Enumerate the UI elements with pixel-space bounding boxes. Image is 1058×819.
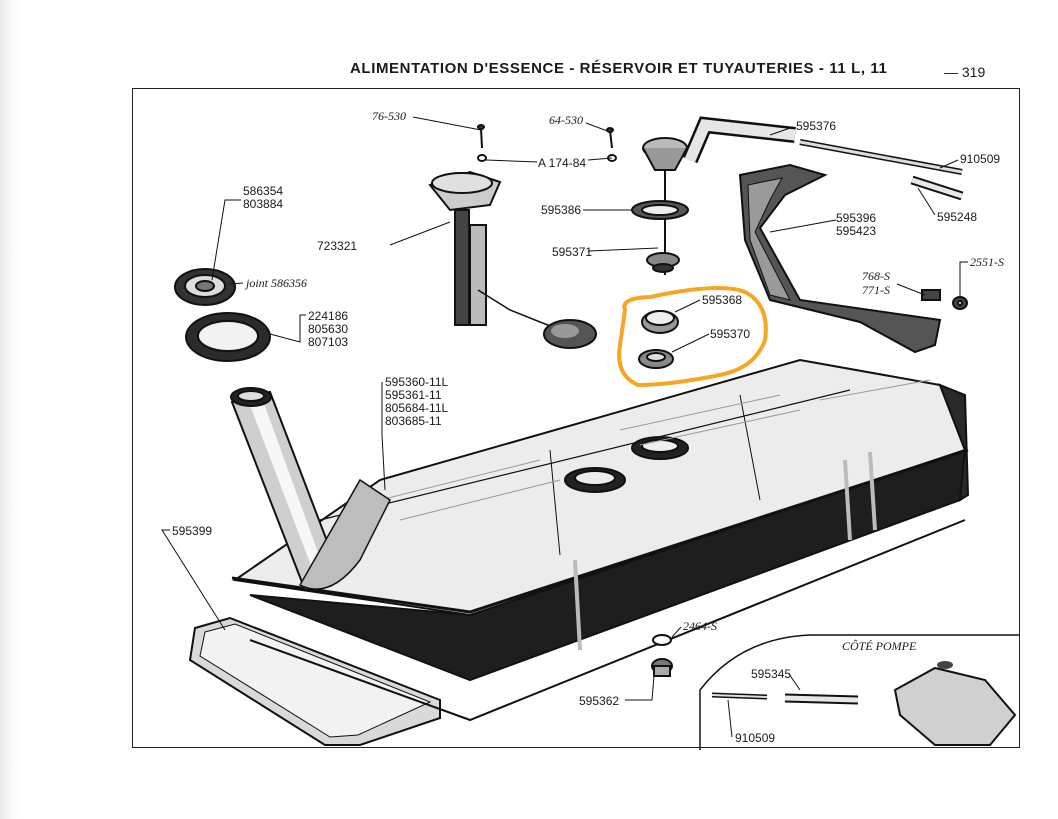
label-805630: 805630 [308, 322, 348, 336]
label-595370: 595370 [710, 327, 750, 341]
label-586354: 586354 [243, 184, 283, 198]
scan-page-edge [0, 0, 20, 819]
label-2551-s: 2551-S [970, 255, 1004, 269]
label-803685: 803685-11 [385, 414, 442, 428]
label-807103: 807103 [308, 335, 348, 349]
diagram-frame [132, 88, 1020, 748]
label-595371: 595371 [552, 245, 592, 259]
label-595399: 595399 [172, 524, 212, 538]
drain-plug-595362 [651, 634, 673, 677]
label-595362: 595362 [579, 694, 619, 708]
label-a174-84: A 174-84 [538, 156, 586, 170]
label-2464-s: 2464-S [683, 619, 717, 633]
label-595376: 595376 [796, 119, 836, 133]
label-224186: 224186 [308, 309, 348, 323]
filler-neck [230, 387, 391, 592]
washer-595370 [638, 349, 674, 369]
label-595396: 595396 [836, 211, 876, 225]
ring-224186 [185, 312, 271, 362]
label-joint-586356: joint 586356 [244, 276, 307, 290]
fuel-tank [188, 358, 970, 746]
leader-lines [161, 116, 968, 738]
label-771-s: 771-S [862, 283, 890, 297]
hose-595376 [682, 116, 796, 164]
label-76-530: 76-530 [372, 109, 406, 123]
label-64-530: 64-530 [549, 113, 583, 127]
label-910509-top: 910509 [960, 152, 1000, 166]
fuel-gauge-sender [428, 170, 597, 349]
page-number: — 319 [944, 64, 986, 80]
fuel-pickup-assembly [631, 137, 689, 275]
pump-side-inset [699, 634, 1020, 750]
screw-64-530 [606, 127, 617, 162]
label-595423: 595423 [836, 224, 876, 238]
label-803884: 803884 [243, 197, 283, 211]
label-723321: 723321 [317, 239, 357, 253]
drain-plug-595368 [641, 310, 679, 334]
label-595360: 595360-11L [385, 375, 448, 389]
label-595386: 595386 [541, 203, 581, 217]
label-595345: 595345 [751, 667, 791, 681]
label-910509-bottom: 910509 [735, 731, 775, 745]
highlight-circle [617, 286, 768, 388]
label-595248: 595248 [937, 210, 977, 224]
gasket-586354 [174, 268, 236, 306]
label-768-s: 768-S [862, 269, 890, 283]
page-title: ALIMENTATION D'ESSENCE - RÉSERVOIR ET TU… [350, 60, 888, 77]
label-595368: 595368 [702, 293, 742, 307]
bolt-768-s [921, 289, 941, 301]
label-cote-pompe: CÔTÉ POMPE [842, 639, 917, 653]
tank-strap [738, 163, 942, 354]
label-805684: 805684-11L [385, 401, 448, 415]
label-595361: 595361-11 [385, 388, 442, 402]
part-labels: 76-530 A 174-84 64-530 595376 910509 586… [172, 109, 1004, 745]
screw-76-530 [477, 124, 487, 162]
nut-2551-s [952, 296, 968, 310]
